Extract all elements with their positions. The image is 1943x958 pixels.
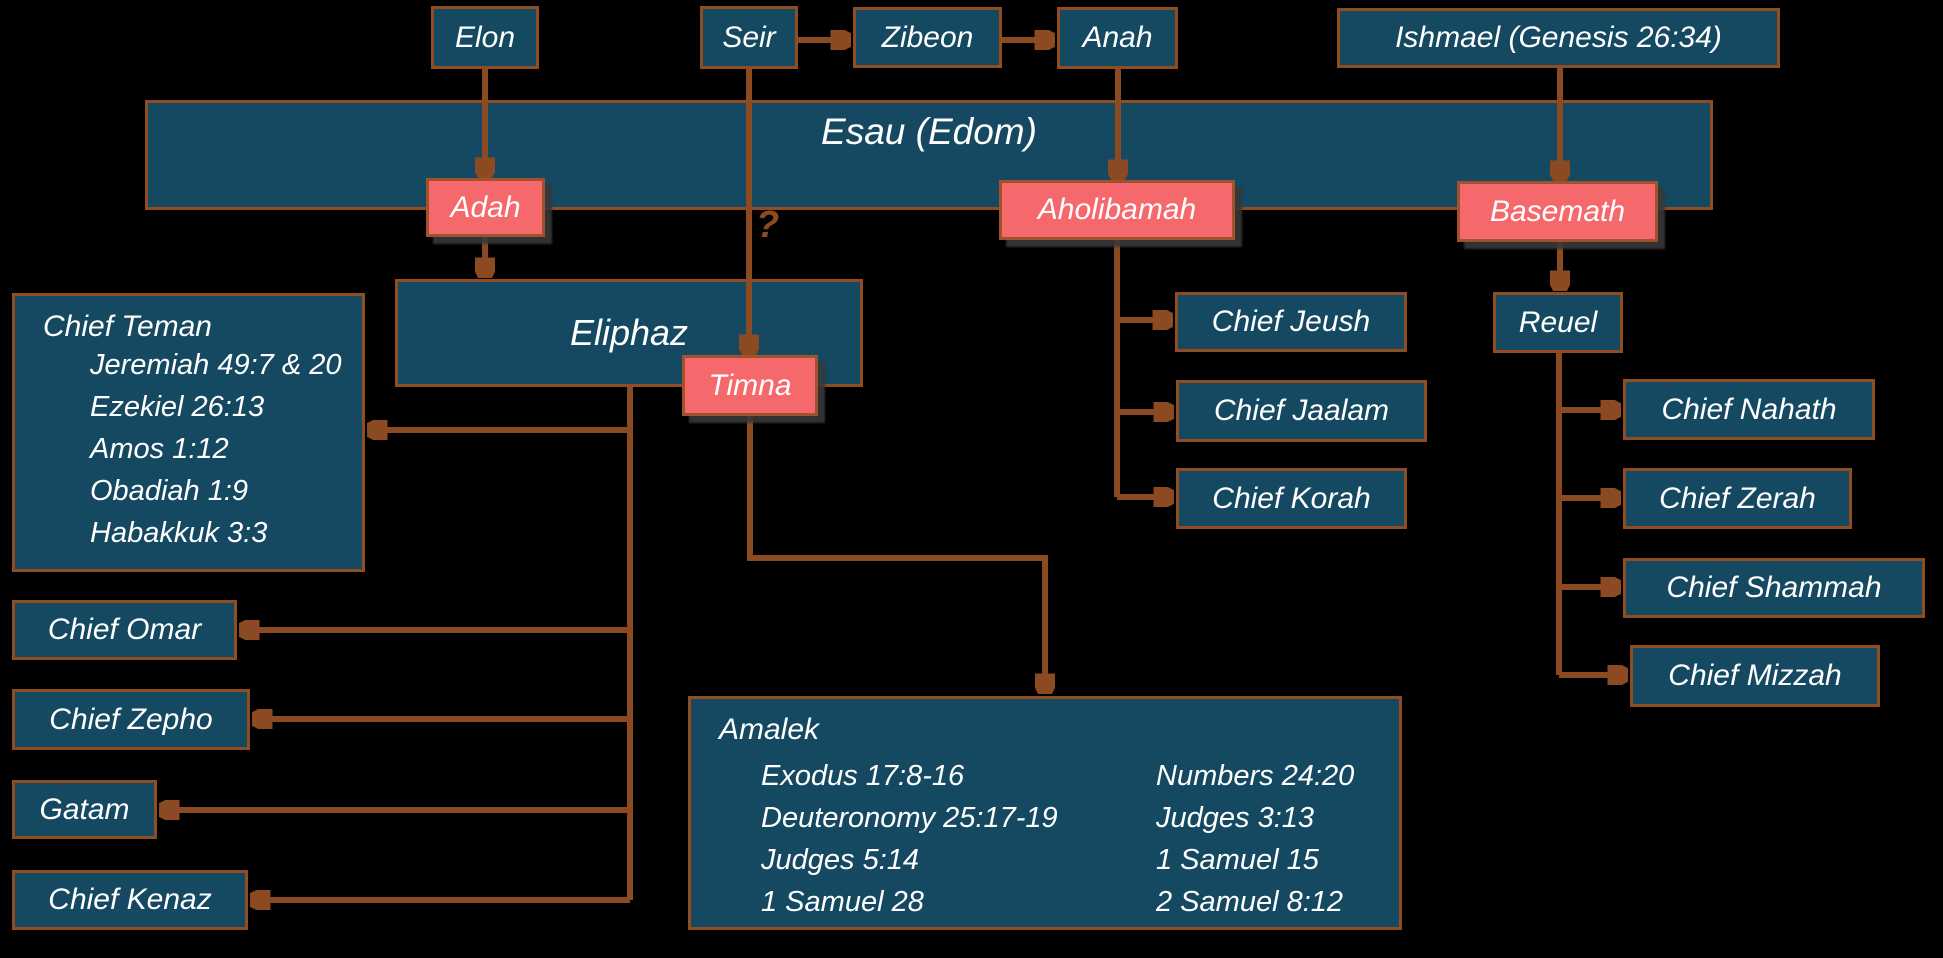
node-chief-korah: Chief Korah: [1176, 468, 1407, 529]
node-label: Chief Korah: [1212, 481, 1371, 515]
node-label: Basemath: [1489, 194, 1626, 228]
scripture-reference: 1 Samuel 15: [1156, 844, 1319, 876]
node-reuel: Reuel: [1493, 292, 1623, 353]
node-seir: Seir: [700, 6, 798, 69]
node-label: Aholibamah: [1037, 193, 1197, 226]
node-adah: Adah: [426, 178, 545, 237]
node-label: Chief Nahath: [1661, 392, 1837, 426]
node-chief-jaalam: Chief Jaalam: [1176, 380, 1427, 442]
node-anah: Anah: [1057, 7, 1178, 69]
node-chief-zerah: Chief Zerah: [1623, 468, 1852, 529]
node-label: Chief Zerah: [1659, 481, 1816, 515]
node-label: Eliphaz: [569, 312, 689, 353]
node-aholibamah: Aholibamah: [999, 180, 1235, 240]
scripture-reference: Habakkuk 3:3: [90, 517, 268, 549]
node-label: Reuel: [1518, 305, 1598, 339]
scripture-reference: Judges 5:14: [761, 844, 920, 876]
node-label: Chief Jaalam: [1213, 394, 1390, 427]
node-chief-jeush: Chief Jeush: [1175, 292, 1407, 352]
node-chief-shammah: Chief Shammah: [1623, 558, 1925, 618]
node-label: Ishmael (Genesis 26:34): [1395, 21, 1722, 54]
node-label: Anah: [1082, 21, 1153, 54]
scripture-reference: Jeremiah 49:7 & 20: [90, 349, 342, 381]
scripture-reference: 2 Samuel 8:12: [1156, 886, 1344, 918]
node-label: Chief Kenaz: [48, 883, 212, 916]
node-basemath: Basemath: [1457, 181, 1658, 242]
scripture-reference: Amos 1:12: [90, 433, 229, 465]
node-chief-kenaz: Chief Kenaz: [12, 870, 248, 930]
node-label: Chief Mizzah: [1668, 659, 1842, 692]
node-timna: Timna: [682, 355, 818, 416]
connector-timna-to-amalek: [747, 416, 1045, 687]
node-label: Zibeon: [881, 20, 974, 54]
node-gatam: Gatam: [12, 780, 157, 839]
info-title: Chief Teman: [43, 310, 212, 343]
node-elon: Elon: [431, 6, 539, 69]
scripture-reference: Obadiah 1:9: [90, 475, 249, 507]
node-label: Chief Omar: [47, 613, 202, 646]
node-esau: Esau (Edom): [145, 100, 1713, 210]
node-chief-nahath: Chief Nahath: [1623, 379, 1875, 440]
node-zibeon: Zibeon: [853, 7, 1002, 68]
node-chief-omar: Chief Omar: [12, 600, 237, 660]
node-label: Timna: [708, 368, 792, 402]
scripture-reference: Numbers 24:20: [1156, 760, 1355, 792]
node-label: Seir: [722, 20, 776, 54]
node-label: Gatam: [39, 792, 130, 826]
scripture-reference: Judges 3:13: [1156, 802, 1315, 834]
node-eliphaz: Eliphaz: [395, 279, 863, 387]
scripture-reference: Ezekiel 26:13: [90, 391, 265, 423]
scripture-reference: Exodus 17:8-16: [761, 760, 965, 792]
node-label: Chief Shammah: [1666, 571, 1882, 604]
node-label: Adah: [450, 190, 521, 224]
node-chief-zepho: Chief Zepho: [12, 689, 250, 750]
scripture-reference: Deuteronomy 25:17-19: [761, 802, 1058, 834]
node-label: Chief Jeush: [1211, 305, 1371, 338]
uncertain-link-question-mark: ?: [756, 204, 780, 246]
node-label: Esau (Edom): [821, 111, 1037, 152]
info-title: Amalek: [719, 713, 820, 746]
node-chief-mizzah: Chief Mizzah: [1630, 645, 1880, 707]
scripture-reference: 1 Samuel 28: [761, 886, 924, 918]
node-ishmael: Ishmael (Genesis 26:34): [1337, 8, 1780, 68]
node-label: Chief Zepho: [49, 702, 213, 736]
node-label: Elon: [454, 20, 516, 54]
